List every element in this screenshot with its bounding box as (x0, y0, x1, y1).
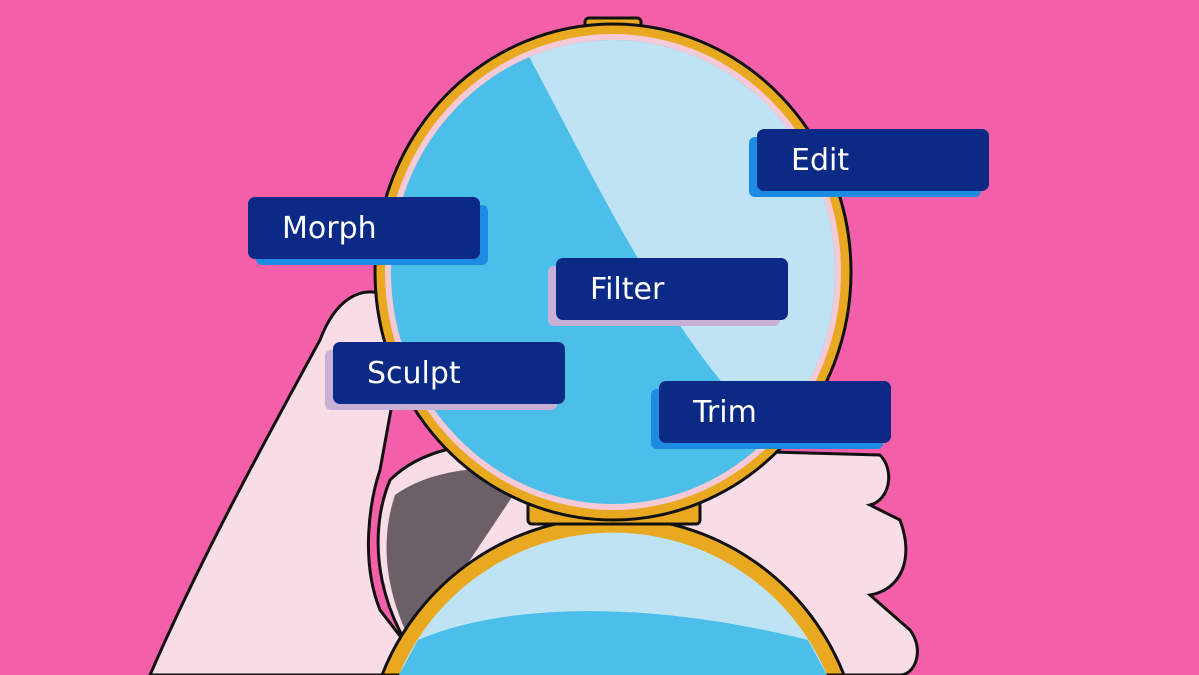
label-text: Edit (757, 129, 989, 191)
label-text: Morph (248, 197, 480, 259)
label-text: Trim (659, 381, 891, 443)
label-sculpt: Sculpt (325, 342, 565, 410)
label-trim: Trim (651, 381, 891, 449)
label-text: Filter (556, 258, 788, 320)
hand-shadow (386, 468, 530, 640)
label-filter: Filter (548, 258, 788, 326)
bottom-mirror-shade (399, 611, 827, 675)
label-edit: Edit (749, 129, 989, 197)
label-text: Sculpt (333, 342, 565, 404)
label-morph: Morph (248, 197, 488, 265)
